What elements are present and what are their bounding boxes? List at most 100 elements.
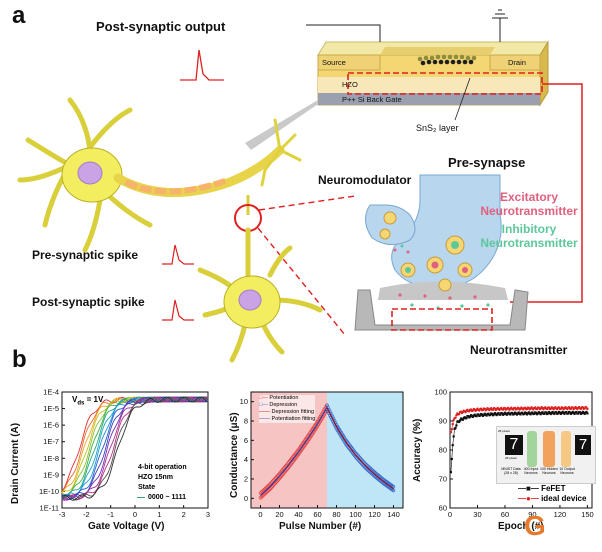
pre-neuron xyxy=(17,97,302,253)
receptor-highlight-box xyxy=(391,308,493,331)
c2-potentiation-point xyxy=(261,488,266,493)
c2-potentiation-point xyxy=(261,493,266,497)
released-molecules xyxy=(393,244,490,310)
output-layer xyxy=(561,431,571,467)
c1-xtick-label: 0 xyxy=(133,510,137,519)
c1-ytick-label: 1E-4 xyxy=(43,388,59,397)
c3-ytick-label: 90 xyxy=(439,417,447,426)
c1-xtick-label: 2 xyxy=(182,510,186,519)
pre-spike-icon xyxy=(162,244,194,265)
c2-legend: □— Potentiation □— Depression —— Depress… xyxy=(259,395,316,423)
c1-ytick-label: 1E-9 xyxy=(43,470,59,479)
c3-ytick-label: 60 xyxy=(439,504,447,513)
excitatory-label: Excitatory Neurotransmitter xyxy=(480,190,578,218)
c1-vds-annotation: Vds = 1V xyxy=(72,395,104,407)
sns2-label: SnS₂ layer xyxy=(416,123,459,133)
c3-xtick-label: 30 xyxy=(473,510,481,519)
c2-ytick-label: 0 xyxy=(244,494,248,503)
c1-annotation-4: 0000 ~ 1111 xyxy=(137,494,186,501)
watermark-logo: G xyxy=(524,510,546,541)
inhibitory-label: Inhibitory Neurotransmitter xyxy=(480,222,578,250)
c2-potentiation-point xyxy=(262,492,266,497)
c1-ytick-label: 1E-8 xyxy=(43,454,59,463)
c2-xtick-label: 140 xyxy=(387,510,400,519)
post-neuron xyxy=(197,227,323,363)
zoom-line-bottom xyxy=(257,227,346,336)
c3-xtick-label: 90 xyxy=(528,510,536,519)
c3-ytick-label: 80 xyxy=(439,446,447,455)
source-label: Source xyxy=(322,58,346,67)
c2-ytick-label: 10 xyxy=(240,397,248,406)
c1-annotation-2: HZO 15nm xyxy=(138,474,174,481)
c1-ytick-label: 1E-10 xyxy=(39,487,59,496)
c1-xtick-label: -3 xyxy=(59,510,66,519)
c2-xtick-label: 40 xyxy=(294,510,302,519)
c2-frame xyxy=(250,391,404,509)
c2-ytick-label: 2 xyxy=(244,475,248,484)
output-spike-icon xyxy=(180,49,224,81)
c2-ylabel: Conductance (μS) xyxy=(229,412,240,498)
c1-ytick-label: 1E-7 xyxy=(43,437,59,446)
c3-xtick-label: 0 xyxy=(448,510,452,519)
c1-annotation-3: State xyxy=(138,484,156,491)
c2-depression-point xyxy=(325,403,329,408)
panel-b-letter: b xyxy=(12,346,27,373)
c2-potentiation-point xyxy=(258,491,263,495)
neurotransmitter-label: Neurotransmitter xyxy=(470,343,568,357)
inset-pixels-label-2: 28 pixels xyxy=(505,456,517,460)
hidden-layer xyxy=(543,431,555,467)
c2-potentiation-point xyxy=(260,494,265,498)
c2-potentiation-fit xyxy=(260,407,328,496)
c2-potentiation-point xyxy=(259,495,264,499)
c2-depression-fit xyxy=(326,407,394,490)
c1-xtick-label: 3 xyxy=(206,510,210,519)
input-layer xyxy=(527,431,537,467)
c1-ytick-label: 1E-5 xyxy=(43,404,59,413)
c2-ytick-label: 6 xyxy=(244,436,248,445)
c1-state-curve xyxy=(61,396,209,501)
c2-potentiation-point xyxy=(266,484,270,488)
post-synaptic-output-label: Post-synaptic output xyxy=(96,19,226,34)
c1-ytick-label: 1E-11 xyxy=(40,504,59,513)
c3-ideal-line xyxy=(450,406,588,433)
c2-potentiation-point xyxy=(267,483,271,487)
sns2-atoms xyxy=(417,54,477,66)
c1-ytick-label: 1E-6 xyxy=(43,421,59,430)
c2-xtick-label: 0 xyxy=(258,510,262,519)
c1-state-curve xyxy=(61,396,209,501)
c2-xlabel: Pulse Number (#) xyxy=(279,521,362,532)
c2-xtick-label: 100 xyxy=(349,510,362,519)
panel-a-letter: a xyxy=(12,2,26,29)
c3-xtick-label: 150 xyxy=(581,510,594,519)
c2-potentiation-point xyxy=(267,488,271,492)
c2-depression-point xyxy=(391,488,396,493)
c2-potentiation-point xyxy=(263,486,267,491)
post-spike-label: Post-synaptic spike xyxy=(32,295,145,309)
mnist-digit-in: 7 xyxy=(505,435,523,455)
post-spike-icon xyxy=(162,299,194,321)
hzo-highlight-box xyxy=(347,72,543,95)
c2-xtick-label: 60 xyxy=(313,510,321,519)
c3-xtick-label: 120 xyxy=(554,510,567,519)
c1-state-curve xyxy=(61,396,209,492)
c2-potentiation-point xyxy=(260,489,265,493)
synapse-illustration xyxy=(354,174,529,331)
c2-potentiation-point xyxy=(259,490,264,494)
c2-potentiation-point xyxy=(265,490,269,494)
device-synapse-link xyxy=(510,83,583,303)
inset-pixels-label-1: 28 pixels xyxy=(498,429,510,433)
c3-fefet-point xyxy=(586,412,589,415)
c2-potentiation-point xyxy=(266,489,270,493)
c1-frame xyxy=(61,391,209,509)
c1-xtick-label: 1 xyxy=(157,510,161,519)
c2-potentiation-point xyxy=(264,490,268,495)
c1-state-curve xyxy=(61,396,209,500)
c2-potentiation-point xyxy=(264,486,268,490)
c2-ytick-label: 8 xyxy=(244,417,248,426)
